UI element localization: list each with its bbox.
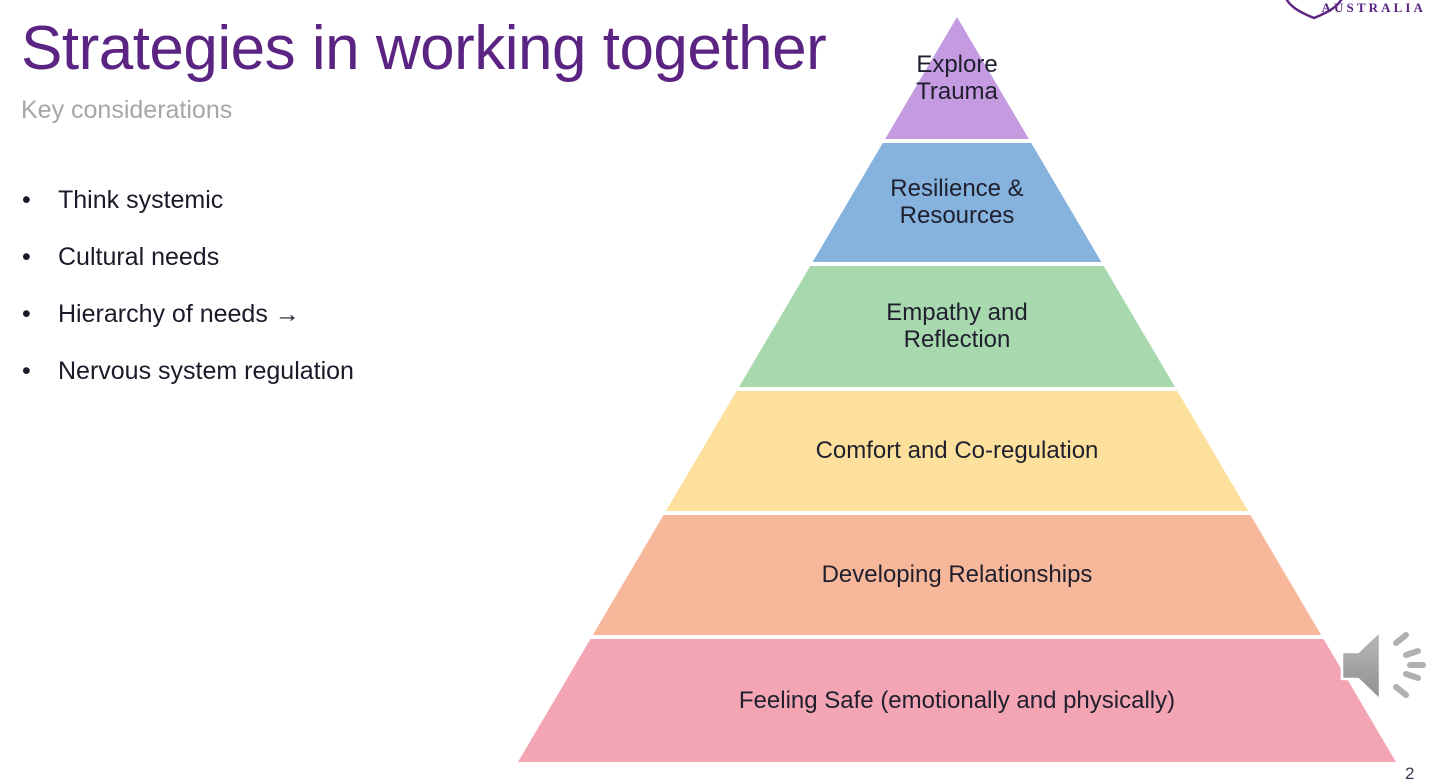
list-item-label: Nervous system regulation bbox=[58, 357, 354, 385]
audio-speaker-icon[interactable] bbox=[1336, 622, 1430, 710]
pyramid-tier-5-shape bbox=[592, 515, 1322, 635]
pyramid-tier-1-shape bbox=[885, 17, 1029, 139]
list-item: • Cultural needs bbox=[18, 237, 578, 294]
pyramid-tier-6-label: Feeling Safe (emotionally and physically… bbox=[738, 686, 1176, 714]
key-considerations-list: • Think systemic • Cultural needs • Hier… bbox=[18, 180, 578, 408]
speaker-waves bbox=[1393, 632, 1426, 698]
pyramid-tier-4-label: Comfort and Co-regulation bbox=[815, 437, 1099, 465]
pyramid-tier-2-shape bbox=[812, 143, 1102, 262]
pyramid-tier-6-shape bbox=[518, 639, 1396, 762]
page-title: Strategies in working together bbox=[21, 14, 827, 83]
speaker-body bbox=[1340, 629, 1382, 702]
organisation-logo bbox=[1276, 0, 1426, 22]
page-subtitle: Key considerations bbox=[21, 96, 233, 124]
list-item-label: Cultural needs bbox=[58, 243, 220, 271]
organisation-name: AUSTRALIA bbox=[1321, 0, 1426, 15]
list-item: • Think systemic bbox=[18, 180, 578, 237]
page-number: 2 bbox=[1405, 764, 1415, 781]
bullet-marker-icon: • bbox=[22, 357, 31, 385]
pyramid-tier-3-shape bbox=[738, 266, 1176, 387]
bullet-marker-icon: • bbox=[22, 300, 31, 328]
list-item-label: Hierarchy of needs → bbox=[58, 300, 300, 328]
pyramid-tiers bbox=[518, 17, 1396, 762]
pyramid-tier-4-shape bbox=[665, 391, 1249, 511]
list-item: • Nervous system regulation bbox=[18, 351, 578, 408]
pyramid-tier-5-label: Developing Relationships bbox=[821, 561, 1093, 589]
list-item-label: Think systemic bbox=[58, 186, 224, 214]
bullet-marker-icon: • bbox=[22, 243, 31, 271]
bullet-marker-icon: • bbox=[22, 186, 31, 214]
list-item: • Hierarchy of needs → bbox=[18, 294, 578, 351]
shield-icon bbox=[1285, 0, 1343, 20]
